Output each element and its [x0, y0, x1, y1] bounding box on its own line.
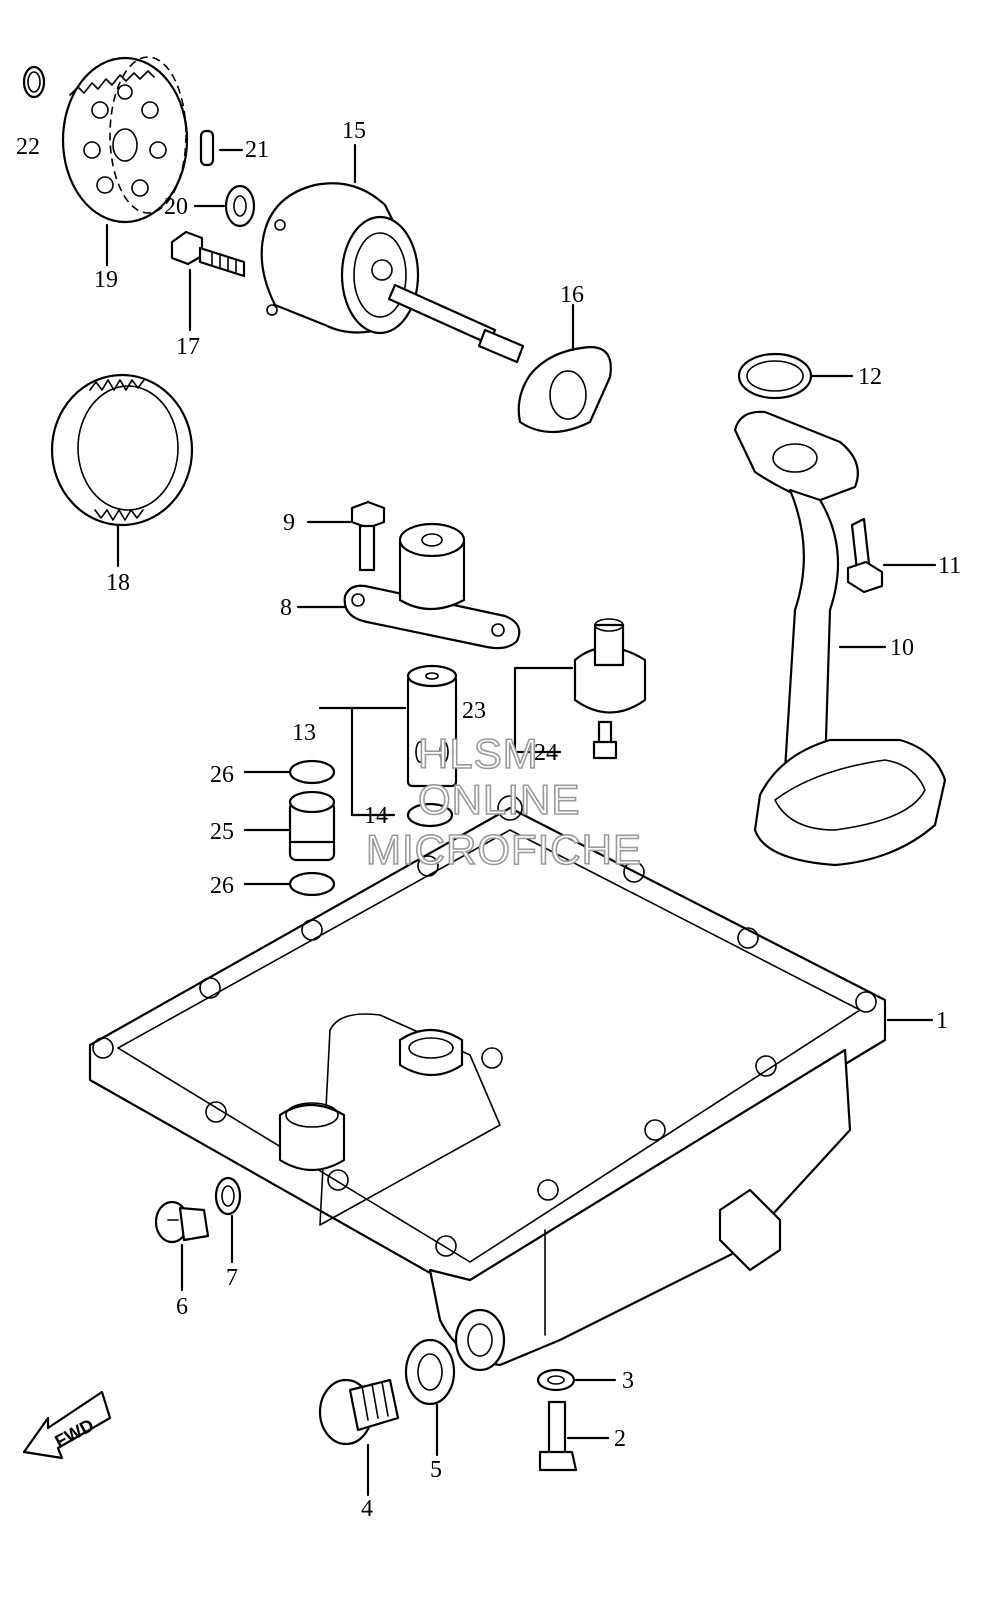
- label-26-upper: 26: [210, 762, 234, 788]
- part-13-relief-valve: [318, 664, 458, 817]
- label-3: 3: [622, 1368, 634, 1394]
- label-21: 21: [245, 137, 269, 163]
- part-3-washer: [536, 1368, 617, 1392]
- part-18-gear: [50, 373, 194, 568]
- label-1: 1: [936, 1008, 948, 1034]
- part-21-dowel-pin: [199, 129, 244, 167]
- watermark-line-2: ONLINE: [418, 776, 580, 823]
- part-1-oil-pan: [88, 795, 934, 1372]
- part-9-bolt: [306, 500, 386, 572]
- label-11: 11: [938, 553, 961, 579]
- watermark-line-3: MICROFICHE: [366, 826, 642, 873]
- fwd-arrow-icon: FWD: [22, 1390, 112, 1460]
- part-15-oil-pump: [260, 143, 525, 364]
- part-11-bolt: [846, 517, 937, 594]
- label-26-lower: 26: [210, 873, 234, 899]
- label-5: 5: [430, 1457, 442, 1483]
- part-16-gasket: [517, 303, 612, 433]
- part-25-collar: [243, 790, 336, 862]
- label-14: 14: [364, 803, 388, 829]
- part-24-bolt: [592, 720, 618, 760]
- part-12-o-ring: [737, 352, 854, 400]
- label-16: 16: [560, 282, 584, 308]
- part-10-strainer: [733, 410, 947, 867]
- watermark: HLSM ONLINE MICROFICHE: [365, 729, 642, 874]
- label-19: 19: [94, 267, 118, 293]
- label-8: 8: [280, 595, 292, 621]
- label-2: 2: [614, 1426, 626, 1452]
- label-13: 13: [292, 720, 316, 746]
- label-7: 7: [226, 1265, 238, 1291]
- label-18: 18: [106, 570, 130, 596]
- part-22-circlip: [22, 65, 46, 99]
- part-8-valve-housing: [296, 522, 521, 650]
- part-6-plug: [154, 1200, 210, 1292]
- part-14-o-ring: [406, 802, 454, 828]
- label-22: 22: [16, 134, 40, 160]
- part-26-o-ring-upper: [243, 759, 336, 785]
- label-17: 17: [176, 334, 200, 360]
- part-26-o-ring-lower: [243, 871, 336, 897]
- part-7-gasket: [214, 1176, 242, 1264]
- part-5-gasket: [404, 1338, 456, 1457]
- part-20-washer: [193, 184, 256, 228]
- label-23: 23: [462, 698, 486, 724]
- label-15: 15: [342, 118, 366, 144]
- label-10: 10: [890, 635, 914, 661]
- part-23-pressure-switch: [513, 618, 647, 754]
- label-4: 4: [361, 1496, 373, 1522]
- label-20: 20: [164, 194, 188, 220]
- part-17-bolt: [170, 230, 246, 332]
- part-4-drain-plug: [318, 1378, 400, 1497]
- callout-labels: 22 21 20 19 15 16 17 12 9 11 18 8 10 23 …: [16, 118, 961, 1522]
- label-12: 12: [858, 364, 882, 390]
- label-6: 6: [176, 1294, 188, 1320]
- watermark-line-1: HLSM: [418, 730, 539, 777]
- label-9: 9: [283, 510, 295, 536]
- part-19-sprocket: [61, 56, 189, 267]
- label-24: 24: [534, 740, 558, 766]
- label-25: 25: [210, 819, 234, 845]
- part-2-bolt: [538, 1400, 610, 1472]
